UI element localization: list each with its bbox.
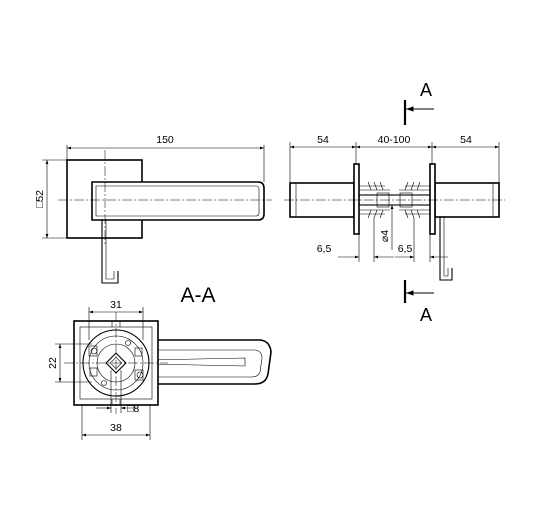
section-label: A-A (180, 284, 215, 307)
dim-bottom-total: 38 (110, 422, 122, 434)
dim-door-range: 40-100 (378, 134, 411, 146)
dim-thread-right: 6,5 (398, 243, 413, 255)
dim-top-length: 150 (156, 134, 174, 146)
dim-right-section: 54 (460, 134, 472, 146)
dim-bottom-height: 22 (47, 357, 59, 369)
dim-square-spindle: □8 (127, 403, 139, 415)
front-hook (101, 219, 119, 284)
dim-spindle-dia: ⌀4 (379, 230, 391, 242)
section-lever (148, 339, 272, 385)
side-view: 54 40-100 54 6,5 ⌀4 6,5 A A (284, 80, 505, 325)
side-rose-right (429, 163, 436, 235)
side-hook (439, 217, 453, 281)
side-rose-left (353, 163, 360, 235)
lever-body (91, 181, 265, 221)
dim-bottom-width: 31 (110, 299, 122, 311)
lever-inner (95, 185, 260, 217)
section-view: 31 22 □8 38 (47, 299, 272, 440)
dim-thread-left: 6,5 (317, 243, 332, 255)
dim-rose-square: □52 (34, 190, 46, 208)
cut-label-top: A (420, 80, 432, 100)
front-hook-inner (105, 219, 115, 280)
dim-left-section: 54 (317, 134, 329, 146)
cut-label-bottom: A (420, 305, 432, 325)
front-view: 150 □52 (34, 134, 272, 284)
